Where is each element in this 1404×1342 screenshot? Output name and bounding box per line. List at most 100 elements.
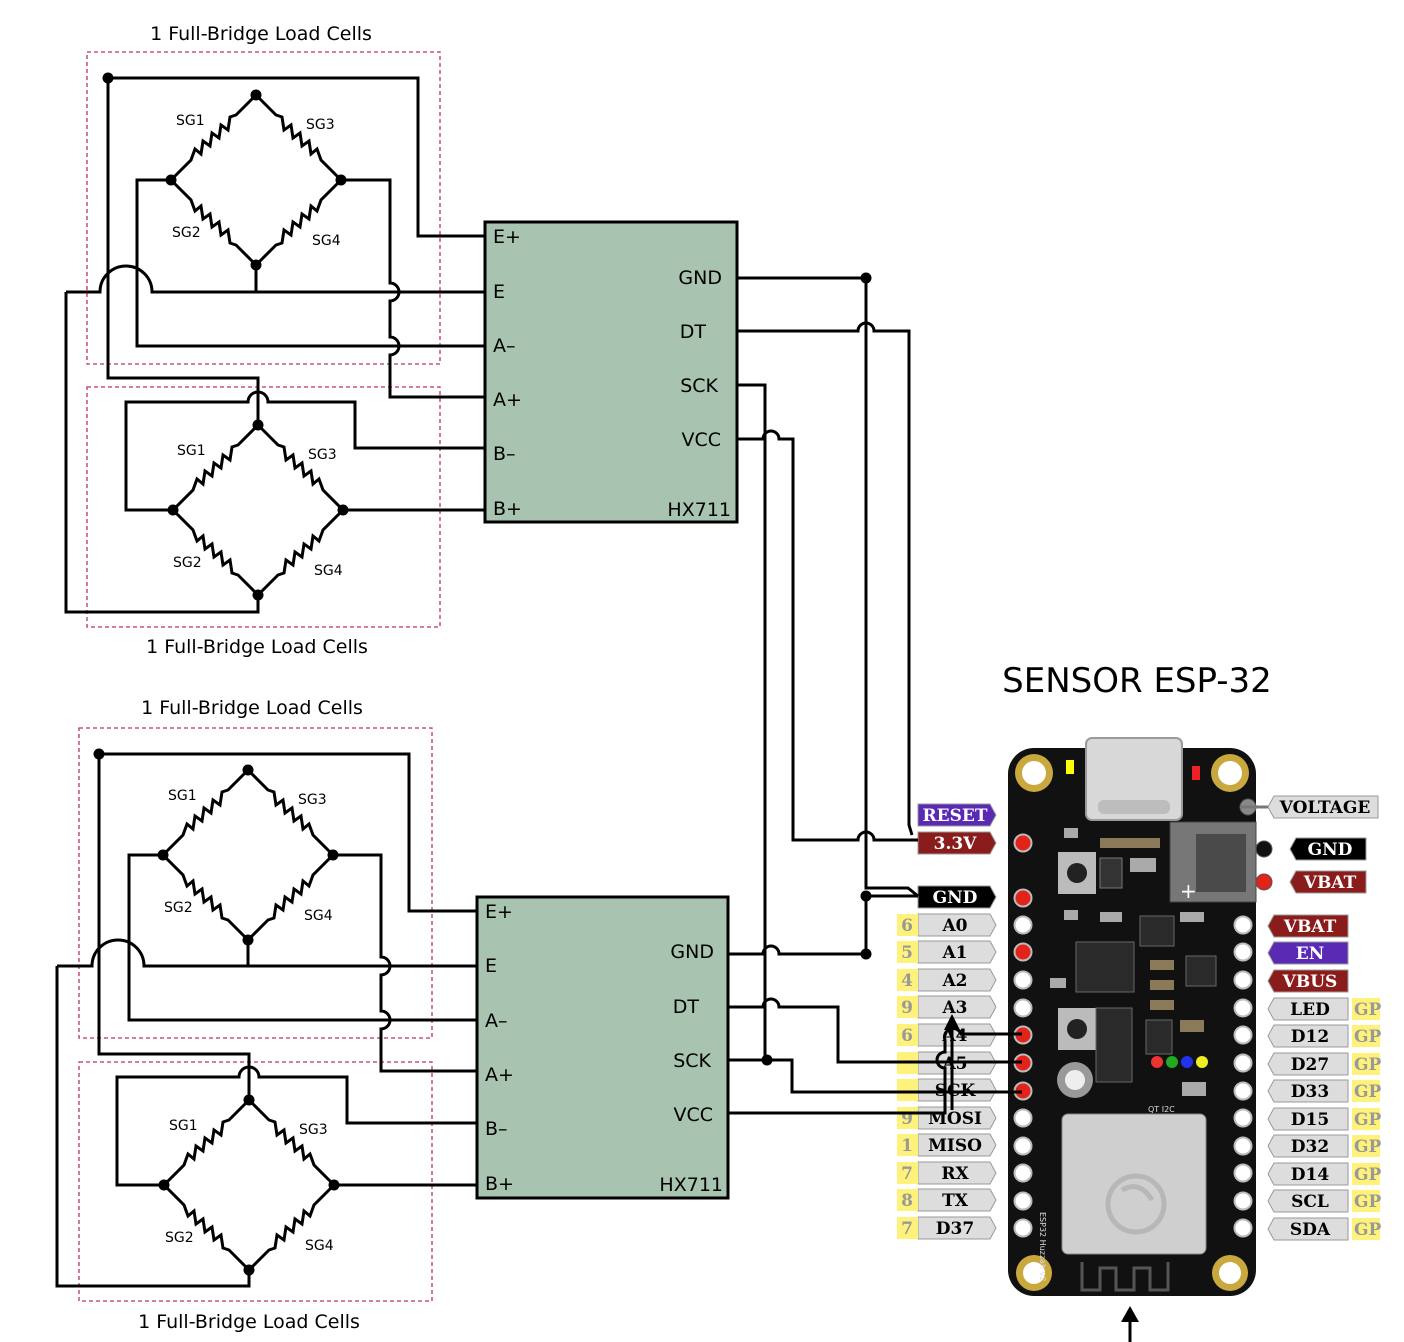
gpio-prefix: GP: [1352, 1053, 1382, 1075]
loadcell-label-2: 1 Full-Bridge Load Cells: [146, 636, 368, 658]
hx711-name: HX711: [659, 1174, 723, 1196]
hx711-pin-bplus: B+: [493, 498, 522, 520]
gpio-number: 5: [897, 941, 918, 963]
svg-text:A1: A1: [941, 943, 967, 963]
pin-label-vbus: VBUS: [1267, 969, 1349, 993]
svg-text:GP: GP: [1354, 1082, 1382, 1102]
svg-text:MISO: MISO: [928, 1136, 982, 1156]
sg1-label: SG1: [177, 443, 206, 459]
pin-label-rx: RX: [917, 1161, 997, 1185]
svg-text:QT I2C: QT I2C: [1148, 1105, 1175, 1114]
hx711-pin-sck: SCK: [680, 375, 718, 397]
pin-label-a0: A0: [917, 913, 997, 937]
header-pad: [1233, 1053, 1253, 1073]
svg-text:7: 7: [901, 1164, 913, 1184]
header-pad: [1013, 1136, 1033, 1156]
svg-text:GP: GP: [1354, 1055, 1382, 1075]
gpio-number: 4: [897, 969, 918, 991]
sg4-label: SG4: [312, 233, 341, 249]
hx711-pin-e: E: [485, 955, 497, 977]
header-pad: [1233, 1025, 1253, 1045]
svg-text:D37: D37: [936, 1219, 974, 1239]
left-header-pins: [1013, 833, 1033, 1238]
svg-text:6: 6: [901, 916, 913, 936]
svg-text:GP: GP: [1354, 1220, 1382, 1240]
gpio-prefix: GP: [1352, 1218, 1382, 1240]
sg3-label: SG3: [298, 792, 327, 808]
pin-label-d37: D37: [917, 1216, 997, 1240]
header-pad: [1233, 915, 1253, 935]
header-pad: [1013, 998, 1033, 1018]
svg-text:D14: D14: [1291, 1165, 1330, 1185]
loadcell-label-1: 1 Full-Bridge Load Cells: [150, 23, 372, 45]
gpio-prefix: GP: [1352, 1080, 1382, 1102]
gpio-prefix: GP: [1352, 1163, 1382, 1185]
sg2-label: SG2: [164, 900, 193, 916]
header-pad: [1013, 833, 1033, 853]
svg-text:8: 8: [901, 1191, 913, 1211]
hx711-board-1: [483, 220, 739, 524]
header-pad: [1013, 1191, 1033, 1211]
svg-text:VBUS: VBUS: [1282, 972, 1338, 992]
loadcell-label-4: 1 Full-Bridge Load Cells: [138, 1311, 360, 1333]
sg2-label: SG2: [173, 555, 202, 571]
gpio-prefix: GP: [1352, 1108, 1382, 1130]
svg-text:RX: RX: [941, 1164, 969, 1184]
pin-label-a3: A3: [917, 995, 997, 1019]
loadcell-box-2: [86, 386, 441, 628]
gpio-number: 6: [897, 914, 918, 936]
svg-text:A2: A2: [941, 971, 967, 991]
sg3-label: SG3: [306, 117, 335, 133]
loadcell-box-4: [78, 1061, 433, 1302]
svg-text:7: 7: [901, 1219, 913, 1239]
pin-label-mosi: MOSI: [917, 1106, 997, 1130]
board-title: SENSOR ESP-32: [1002, 661, 1272, 701]
sg4-label: SG4: [305, 1238, 334, 1254]
gpio-number: 7: [897, 1217, 918, 1239]
hx711-pin-sck: SCK: [673, 1050, 711, 1072]
power-dot: [1255, 873, 1273, 891]
pin-label-d12: D12: [1267, 1024, 1349, 1048]
sg4-label: SG4: [304, 908, 333, 924]
sg3-label: SG3: [299, 1122, 328, 1138]
svg-text:GP: GP: [1354, 1110, 1382, 1130]
gpio-prefix: GP: [1352, 998, 1382, 1020]
pin-label-d14: D14: [1267, 1162, 1349, 1186]
svg-text:GND: GND: [933, 888, 978, 908]
pin-label-scl: SCL: [1267, 1189, 1349, 1213]
sg1-label: SG1: [168, 788, 197, 804]
header-pad: [1013, 888, 1033, 908]
svg-text:GP: GP: [1354, 1000, 1382, 1020]
pin-label-sda: SDA: [1267, 1217, 1349, 1241]
pin-label-led: LED: [1267, 997, 1349, 1021]
pin-label-vbat: VBAT: [1289, 870, 1367, 894]
header-pad: [1013, 942, 1033, 962]
pin-label-sck: SCK: [917, 1078, 997, 1102]
header-pad: [1233, 970, 1253, 990]
gpio-number: 8: [897, 1189, 918, 1211]
sg2-label: SG2: [165, 1230, 194, 1246]
svg-text:D12: D12: [1291, 1027, 1329, 1047]
header-pad: [1233, 942, 1253, 962]
svg-text:GP: GP: [1354, 1137, 1382, 1157]
gpio-number: 6: [897, 1024, 918, 1046]
hx711-pin-aplus: A+: [485, 1064, 514, 1086]
gpio-number: [897, 1079, 918, 1101]
svg-text:GND: GND: [1308, 840, 1353, 860]
pin-label-d33: D33: [1267, 1079, 1349, 1103]
right-header-pins: [1233, 915, 1253, 1238]
hx711-pin-e: E: [493, 281, 505, 303]
header-pad: [1233, 998, 1253, 1018]
svg-text:VOLTAGE: VOLTAGE: [1279, 798, 1371, 818]
header-pad: [1013, 1218, 1033, 1238]
svg-text:SCL: SCL: [1291, 1192, 1329, 1212]
hx711-board-2: [475, 895, 730, 1200]
hx711-pin-dt: DT: [680, 321, 707, 343]
loadcell-label-3: 1 Full-Bridge Load Cells: [141, 697, 363, 719]
left-pin-labels: RESET3.3VGNDA0A1A2A3A4A5SCKMOSIMISORXTXD…: [897, 803, 997, 1240]
svg-text:RESET: RESET: [923, 806, 988, 826]
pin-label-en: EN: [1267, 941, 1349, 965]
hx711-pin-eplus: E+: [485, 901, 513, 923]
